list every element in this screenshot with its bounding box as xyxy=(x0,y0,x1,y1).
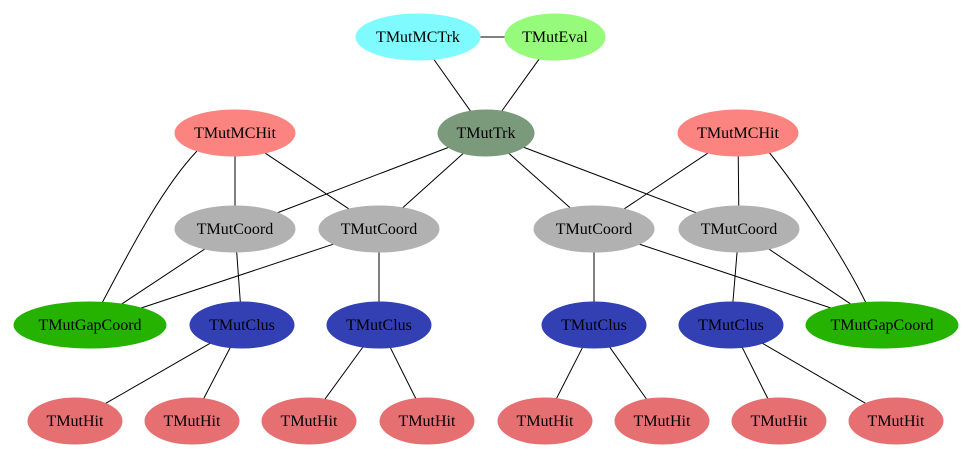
node-hit7: TMutHit xyxy=(731,397,827,445)
edge-coord4-gapR xyxy=(768,248,852,305)
node-ellipse xyxy=(677,109,799,157)
node-ellipse xyxy=(355,13,481,61)
edge-trk-coord2 xyxy=(402,152,464,209)
edge-clus4-hit8 xyxy=(762,342,866,404)
node-label: TMutMCTrk xyxy=(376,29,460,46)
node-ellipse xyxy=(614,397,710,445)
node-ellipse xyxy=(174,109,296,157)
node-label: TMutHit xyxy=(517,413,574,430)
edge-mcHitR-coord4 xyxy=(737,155,740,207)
node-ellipse xyxy=(174,205,296,253)
edge-mcHitL-coord2 xyxy=(264,152,350,210)
node-label: TMutCoord xyxy=(556,221,632,238)
node-label: TMutMCHit xyxy=(194,125,276,142)
node-label: TMutClus xyxy=(346,317,412,334)
edge-clus1-hit2 xyxy=(203,347,231,399)
node-coord2: TMutCoord xyxy=(318,205,440,253)
node-ellipse xyxy=(189,301,295,349)
node-mcHitL: TMutMCHit xyxy=(174,109,296,157)
edge-mcTrk-trk xyxy=(433,58,471,112)
node-label: TMutClus xyxy=(209,317,275,334)
node-label: TMutClus xyxy=(698,317,764,334)
edge-clus1-hit1 xyxy=(105,342,211,404)
node-ellipse xyxy=(497,397,593,445)
edge-clus2-hit4 xyxy=(389,347,417,399)
node-ellipse xyxy=(848,397,944,445)
node-ellipse xyxy=(437,109,535,157)
node-label: TMutClus xyxy=(561,317,627,334)
node-gapR: TMutGapCoord xyxy=(805,301,959,349)
node-label: TMutCoord xyxy=(341,221,417,238)
node-coord4: TMutCoord xyxy=(678,205,800,253)
edge-clus2-hit3 xyxy=(324,346,364,400)
node-label: TMutHit xyxy=(868,413,925,430)
edge-coord1-gapL xyxy=(121,248,206,305)
edge-trk-coord3 xyxy=(508,152,571,209)
node-hit6: TMutHit xyxy=(614,397,710,445)
node-ellipse xyxy=(731,397,827,445)
edge-clus3-hit6 xyxy=(609,346,648,400)
edge-mcHitR-gapR xyxy=(767,150,867,304)
node-ellipse xyxy=(504,13,606,61)
edge-clus3-hit5 xyxy=(555,347,583,399)
node-coord1: TMutCoord xyxy=(174,205,296,253)
node-ellipse xyxy=(318,205,440,253)
node-hit2: TMutHit xyxy=(144,397,240,445)
node-label: TMutHit xyxy=(634,413,691,430)
node-label: TMutHit xyxy=(47,413,104,430)
node-trk: TMutTrk xyxy=(437,109,535,157)
node-mcTrk: TMutMCTrk xyxy=(355,13,481,61)
node-eval: TMutEval xyxy=(504,13,606,61)
node-label: TMutHit xyxy=(164,413,221,430)
node-hit5: TMutHit xyxy=(497,397,593,445)
node-ellipse xyxy=(805,301,959,349)
node-clus2: TMutClus xyxy=(326,301,432,349)
node-clus4: TMutClus xyxy=(678,301,784,349)
edge-coord1-clus1 xyxy=(236,251,241,303)
node-ellipse xyxy=(261,397,357,445)
node-ellipse xyxy=(13,301,167,349)
node-label: TMutEval xyxy=(522,29,588,46)
node-ellipse xyxy=(144,397,240,445)
node-coord3: TMutCoord xyxy=(533,205,655,253)
edges-layer xyxy=(101,36,867,404)
node-label: TMutGapCoord xyxy=(830,317,933,334)
edge-eval-trk xyxy=(501,58,540,112)
node-ellipse xyxy=(326,301,432,349)
node-hit1: TMutHit xyxy=(27,397,123,445)
node-mcHitR: TMutMCHit xyxy=(677,109,799,157)
edge-mcHitR-coord3 xyxy=(623,152,709,210)
edge-coord2-gapL xyxy=(141,243,334,309)
node-label: TMutHit xyxy=(399,413,456,430)
node-clus3: TMutClus xyxy=(541,301,647,349)
node-hit8: TMutHit xyxy=(848,397,944,445)
node-ellipse xyxy=(533,205,655,253)
node-label: TMutGapCoord xyxy=(38,317,141,334)
edge-mcHitL-gapL xyxy=(101,150,198,304)
node-label: TMutTrk xyxy=(457,125,516,142)
node-hit3: TMutHit xyxy=(261,397,357,445)
node-label: TMutHit xyxy=(281,413,338,430)
edge-trk-coord4 xyxy=(523,146,697,214)
edge-clus4-hit7 xyxy=(741,347,769,399)
node-ellipse xyxy=(541,301,647,349)
edge-trk-coord1 xyxy=(277,146,449,214)
node-ellipse xyxy=(27,397,123,445)
node-gapL: TMutGapCoord xyxy=(13,301,167,349)
node-ellipse xyxy=(379,397,475,445)
node-label: TMutCoord xyxy=(197,221,273,238)
edge-coord4-clus4 xyxy=(732,251,738,303)
node-label: TMutHit xyxy=(751,413,808,430)
node-label: TMutCoord xyxy=(701,221,777,238)
node-hit4: TMutHit xyxy=(379,397,475,445)
node-label: TMutMCHit xyxy=(697,125,779,142)
node-clus1: TMutClus xyxy=(189,301,295,349)
node-ellipse xyxy=(678,301,784,349)
node-ellipse xyxy=(678,205,800,253)
